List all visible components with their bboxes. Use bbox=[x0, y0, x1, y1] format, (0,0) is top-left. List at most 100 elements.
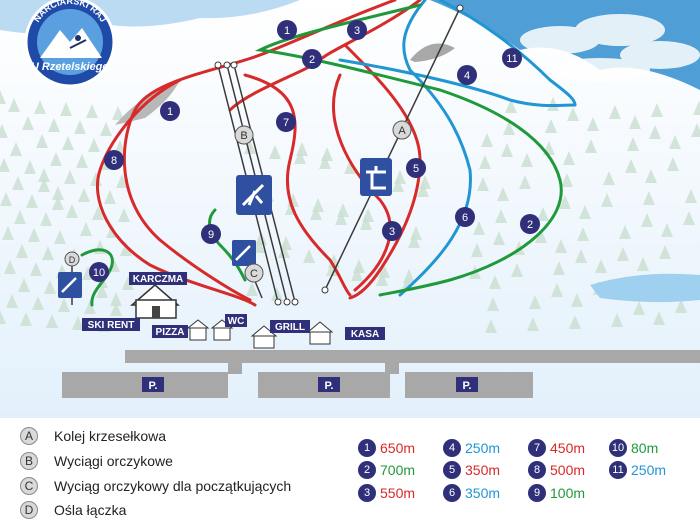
tree bbox=[84, 300, 96, 314]
building-pizza bbox=[186, 319, 210, 341]
tree bbox=[521, 153, 533, 167]
tree bbox=[18, 278, 30, 292]
parking-sign: P. bbox=[149, 380, 158, 392]
tree bbox=[312, 198, 324, 212]
tree bbox=[575, 249, 587, 263]
tree bbox=[110, 292, 122, 306]
legend-marker: C bbox=[20, 477, 38, 495]
run-marker-10 bbox=[89, 262, 109, 282]
resort-logo: NARCIARSKI RAJ U Rzetelskiego bbox=[24, 0, 116, 88]
tree bbox=[269, 145, 281, 159]
tree bbox=[0, 90, 6, 104]
run-marker-label: 8 bbox=[111, 155, 117, 167]
tree bbox=[477, 177, 489, 191]
run-length-value: 500m bbox=[550, 462, 586, 478]
tree bbox=[28, 228, 40, 242]
tree bbox=[16, 244, 28, 258]
tree bbox=[661, 223, 673, 237]
lift-icons bbox=[58, 158, 392, 298]
tree bbox=[32, 296, 44, 310]
tree bbox=[403, 269, 415, 283]
tree bbox=[641, 213, 653, 227]
run-marker-3 bbox=[382, 221, 402, 241]
tree bbox=[58, 298, 70, 312]
tree bbox=[12, 176, 24, 190]
tree bbox=[64, 170, 76, 184]
tree bbox=[319, 155, 331, 169]
run-marker-7 bbox=[276, 112, 296, 132]
slope-4 bbox=[338, 58, 577, 108]
label-wc: WC bbox=[228, 316, 245, 327]
slope-10 bbox=[80, 248, 114, 307]
tree bbox=[485, 319, 497, 333]
chairlift-a bbox=[324, 7, 461, 291]
legend-item: B Wyciągi orczykowe bbox=[20, 451, 173, 471]
tree bbox=[22, 116, 34, 130]
tree bbox=[685, 189, 697, 203]
run-length-value: 700m bbox=[380, 462, 416, 478]
run-marker-label: 2 bbox=[309, 54, 315, 66]
tree bbox=[473, 221, 485, 235]
tree bbox=[497, 187, 509, 201]
tree bbox=[503, 121, 515, 135]
tree bbox=[120, 242, 132, 256]
tree bbox=[6, 294, 18, 308]
tree bbox=[0, 124, 8, 138]
tree bbox=[547, 97, 559, 111]
tree bbox=[34, 100, 46, 114]
label-grill: GRILL bbox=[275, 322, 305, 333]
tree bbox=[78, 188, 90, 202]
tree bbox=[46, 314, 58, 328]
tree bbox=[659, 245, 671, 259]
tree bbox=[691, 123, 700, 137]
run-marker-2 bbox=[520, 214, 540, 234]
tree bbox=[38, 168, 50, 182]
tree bbox=[651, 103, 663, 117]
tree bbox=[551, 283, 563, 297]
tree bbox=[4, 260, 16, 274]
parking-sign: P. bbox=[463, 380, 472, 392]
tree bbox=[20, 312, 32, 326]
run-marker-3 bbox=[347, 20, 367, 40]
run-marker-11 bbox=[502, 48, 522, 68]
tree bbox=[479, 155, 491, 169]
tree bbox=[26, 194, 38, 208]
lift-marker-label: A bbox=[398, 125, 406, 137]
run-number-badge: 2 bbox=[358, 461, 376, 479]
run-marker-5 bbox=[406, 158, 426, 178]
tree bbox=[419, 175, 431, 189]
run-marker-label: 10 bbox=[93, 267, 105, 279]
tree bbox=[86, 104, 98, 118]
tree bbox=[110, 302, 122, 316]
tree bbox=[611, 313, 623, 327]
tree bbox=[42, 246, 54, 260]
tree bbox=[601, 193, 613, 207]
legend-item: D Ośla łączka bbox=[20, 500, 126, 520]
tree bbox=[76, 154, 88, 168]
tree bbox=[645, 169, 657, 183]
tree bbox=[527, 317, 539, 331]
legend-item: C Wyciąg orczykowy dla początkujących bbox=[20, 476, 291, 496]
rock-top bbox=[410, 43, 455, 62]
tree bbox=[344, 160, 356, 174]
run-marker-label: 7 bbox=[283, 117, 289, 129]
tree bbox=[80, 222, 92, 236]
tree bbox=[649, 125, 661, 139]
tree bbox=[50, 152, 62, 166]
run-marker-1 bbox=[277, 20, 297, 40]
legend-marker: A bbox=[20, 427, 38, 445]
tree bbox=[74, 120, 86, 134]
run-marker-4 bbox=[457, 65, 477, 85]
tree bbox=[633, 301, 645, 315]
building-grill bbox=[250, 325, 278, 349]
tree bbox=[579, 205, 591, 219]
legend-label: Wyciąg orczykowy dla początkujących bbox=[54, 478, 292, 494]
label-kasa: KASA bbox=[351, 329, 379, 340]
tree bbox=[627, 137, 639, 151]
